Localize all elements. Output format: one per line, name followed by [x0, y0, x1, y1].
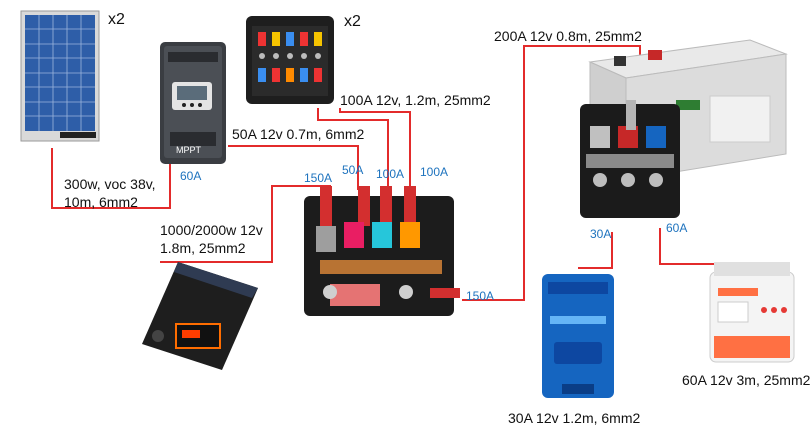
wire-mppt-to-fuse-block: [228, 145, 359, 190]
blue-power-charger-icon: [542, 274, 614, 398]
panel-cable-label-line-2: 10m, 6mm2: [64, 194, 138, 210]
wire-panel-to-mppt: [51, 148, 171, 209]
panel-cable-label-line-1: 300w, voc 38v,: [64, 176, 156, 192]
terminal-fuse-holder-icon: [580, 100, 680, 218]
amp-rating-main-out: 150A: [466, 289, 495, 303]
wire-fuse-block-to-busbar-2: [339, 108, 411, 190]
solar-panel-quantity: x2: [108, 11, 125, 28]
wire-busbar-to-battery: [462, 45, 641, 301]
ac-charger-cable-label: 30A 12v 1.2m, 6mm2: [508, 410, 641, 426]
battery-cable-label: 200A 12v 0.8m, 25mm2: [494, 28, 642, 44]
fuse-block-quantity: x2: [344, 13, 361, 30]
fuse-block-icon: [246, 16, 334, 104]
amp-rating-charger-60: 60A: [666, 221, 688, 235]
amp-rating-mppt-out: 60A: [180, 169, 202, 183]
amp-rating-charger-30: 30A: [590, 227, 612, 241]
wire-battery-to-ac-charger: [578, 232, 613, 269]
fuse-block-cable-label: 100A 12v, 1.2m, 25mm2: [340, 92, 491, 108]
wire-battery-to-dc-charger: [659, 228, 740, 265]
inverter-icon: [142, 262, 258, 370]
dc-charger-cable-label: 60A 12v 3m, 25mm2: [682, 372, 810, 388]
mppt-badge: MPPT: [176, 145, 202, 155]
solar-panel-icon: [20, 10, 100, 142]
mppt-charge-controller-icon: [160, 42, 226, 164]
busbar-fuse-block-icon: [304, 186, 460, 316]
amp-rating-fuse-2: 100A: [376, 167, 405, 181]
amp-rating-fuse-1: 50A: [342, 163, 364, 177]
inverter-cable-label-line-1: 1000/2000w 12v: [160, 222, 263, 238]
inverter-cable-label-line-2: 1.8m, 25mm2: [160, 240, 246, 256]
wire-fuse-block-to-busbar-1: [317, 108, 389, 190]
sterling-power-charger-icon: [709, 262, 795, 363]
mppt-cable-label: 50A 12v 0.7m, 6mm2: [232, 126, 365, 142]
amp-rating-inverter-in: 150A: [304, 171, 333, 185]
amp-rating-fuse-3: 100A: [420, 165, 449, 179]
